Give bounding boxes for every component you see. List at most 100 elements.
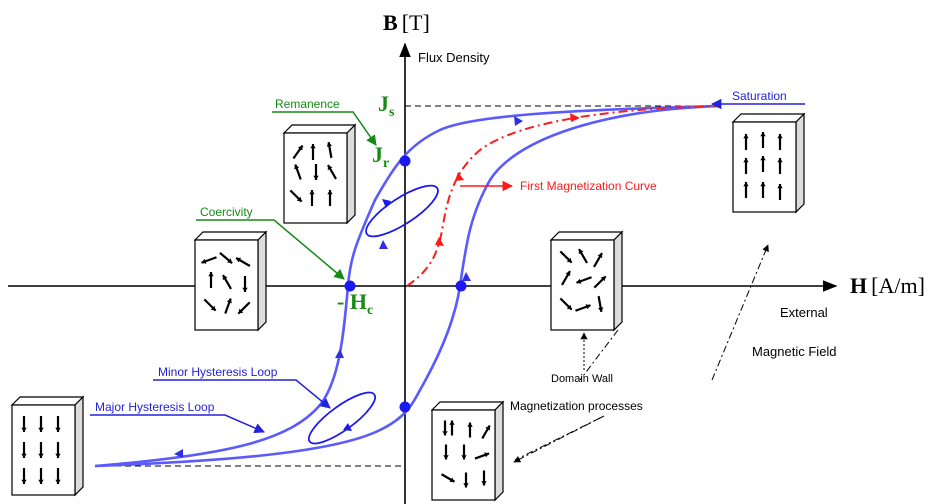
domain-arrowhead-icon	[760, 132, 766, 137]
domain-arrowhead-icon	[294, 164, 300, 170]
loop-direction-arrow-icon	[174, 449, 183, 458]
major-loop-label: Major Hysteresis Loop	[95, 400, 215, 414]
domain-arrowhead-icon	[760, 156, 766, 161]
curve-direction-arrow-icon	[455, 172, 464, 181]
major-loop-ascending-branch	[94, 104, 721, 468]
jr-symbol: Jr	[372, 142, 389, 171]
domain-arrowhead-icon	[443, 455, 449, 460]
first-magnetization-curve	[406, 105, 719, 287]
domain-arrowhead-icon	[21, 453, 27, 458]
domain-arrowhead-icon	[566, 257, 572, 263]
domain-arrowhead-icon	[449, 477, 455, 482]
domain-arrowhead-icon	[242, 287, 248, 292]
minor-loop-upper	[365, 184, 439, 238]
loop-direction-arrow-icon	[462, 272, 471, 281]
domain-arrowhead-icon	[313, 175, 319, 180]
loop-direction-arrow-icon	[335, 349, 344, 358]
domain-arrowhead-icon	[238, 308, 244, 314]
domain-arrowhead-icon	[578, 249, 584, 255]
domain-arrowhead-icon	[463, 483, 469, 488]
coercivity-leader	[196, 219, 345, 280]
domain-arrowhead-icon	[38, 427, 44, 432]
magnetization-processes-label: Magnetization processes	[510, 399, 643, 413]
domain-arrowhead-icon	[777, 158, 783, 163]
domain-arrowhead-icon	[565, 271, 571, 277]
domain-arrowhead-icon	[481, 481, 487, 486]
domain-arrowhead-icon	[485, 425, 490, 431]
coercivity-point	[344, 280, 356, 292]
saturation-box-leader	[711, 244, 769, 381]
domain-arrowhead-icon	[226, 298, 232, 304]
domain-wall-label: Domain Wall	[551, 373, 613, 385]
flux-density-label: Flux Density	[418, 50, 490, 65]
domain-arrowhead-icon	[777, 184, 783, 189]
domain-arrowhead-icon	[442, 431, 448, 436]
domain-arrowhead-icon	[743, 134, 749, 139]
external-label: External	[780, 305, 828, 320]
domain-arrowhead-icon	[222, 275, 228, 281]
coercivity-label: Coercivity	[200, 205, 253, 219]
loop-direction-arrow-icon	[514, 116, 523, 126]
domain-arrowhead-icon	[327, 165, 333, 171]
negative-remanence-point	[399, 401, 411, 413]
domain-arrowhead-icon	[38, 453, 44, 458]
domain-arrowhead-icon	[326, 142, 332, 147]
minor-loop-leader	[153, 379, 331, 409]
domain-arrowhead-icon	[210, 305, 216, 311]
domain-arrowhead-icon	[296, 196, 302, 202]
b-axis-label: B[T]	[383, 10, 430, 35]
remanence-leader	[272, 111, 377, 146]
domain-arrowhead-icon	[598, 307, 604, 312]
domain-arrowhead-icon	[201, 258, 207, 264]
domain-arrowhead-icon	[38, 479, 44, 484]
remanence-point	[399, 155, 411, 167]
domain-arrowhead-icon	[461, 455, 467, 460]
domain-arrowhead-icon	[309, 190, 315, 195]
saturation-label: Saturation	[732, 89, 787, 103]
domain-arrowhead-icon	[467, 422, 473, 427]
domain-arrowhead-icon	[310, 144, 316, 149]
domain-arrowhead-icon	[576, 278, 582, 284]
remanence-label: Remanence	[275, 97, 340, 111]
domain-arrowhead-icon	[484, 452, 490, 458]
domain-arrowhead-icon	[743, 158, 749, 163]
processes-box-arrow	[513, 415, 605, 463]
domain-arrowhead-icon	[208, 272, 214, 277]
hc-symbol: - Hc	[337, 289, 373, 318]
domain-arrowhead-icon	[55, 453, 61, 458]
domain-arrows	[21, 132, 783, 488]
domain-arrowhead-icon	[55, 479, 61, 484]
major-loop-leader	[90, 414, 265, 434]
first-magnetization-label: First Magnetization Curve	[520, 179, 657, 193]
processes-box-leader	[514, 329, 619, 461]
domain-arrowhead-icon	[743, 182, 749, 187]
h-axis-label: H[A/m]	[850, 273, 925, 298]
domain-box-domain-wall	[549, 230, 624, 332]
loop-direction-arrow-icon	[343, 423, 352, 431]
domain-arrowhead-icon	[55, 427, 61, 432]
domain-arrowhead-icon	[449, 420, 455, 425]
domain-arrowhead-icon	[585, 304, 591, 310]
domain-arrowhead-icon	[566, 304, 572, 310]
domain-arrowhead-icon	[777, 134, 783, 139]
domain-arrowhead-icon	[600, 276, 606, 282]
loop-direction-arrow-icon	[382, 199, 391, 208]
domain-arrowhead-icon	[597, 253, 603, 259]
js-symbol: Js	[378, 91, 395, 120]
domain-arrowhead-icon	[297, 145, 303, 151]
magnetic-field-label: Magnetic Field	[752, 344, 837, 359]
domain-box-saturation	[731, 112, 806, 214]
curve-direction-arrow-icon	[570, 113, 580, 122]
domain-arrowhead-icon	[327, 190, 333, 195]
domain-box-processes	[430, 400, 505, 502]
positive-coercivity-point	[455, 280, 467, 292]
domain-box-remanence	[282, 123, 357, 225]
domain-arrowhead-icon	[21, 427, 27, 432]
minor-loop-label: Minor Hysteresis Loop	[158, 365, 278, 379]
curve-direction-arrow-icon	[435, 237, 444, 246]
major-loop-descending-branch	[94, 104, 721, 468]
domain-arrowhead-icon	[227, 258, 233, 264]
domain-arrowhead-icon	[21, 479, 27, 484]
